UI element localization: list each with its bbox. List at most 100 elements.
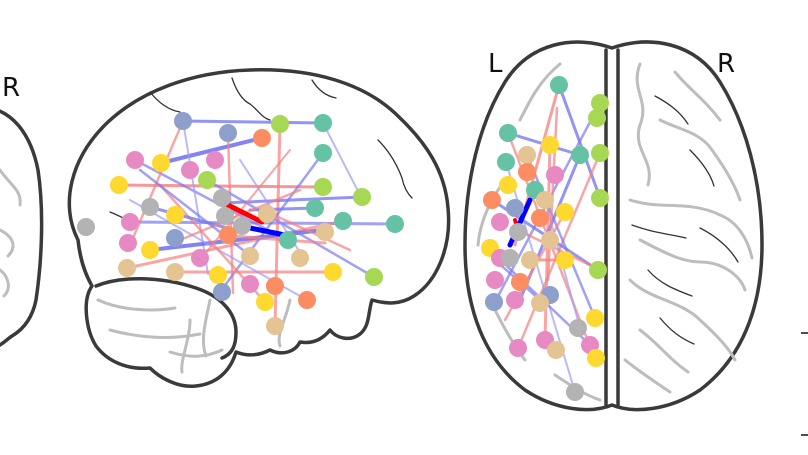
axial-node: [566, 383, 584, 401]
axial-nodes: [481, 76, 609, 401]
axial-view: L R: [463, 40, 764, 412]
sagittal-edges: [117, 119, 397, 328]
sagittal-brain-outline: [67, 68, 451, 388]
axial-node: [591, 144, 609, 162]
sagittal-node: [166, 229, 184, 247]
sagittal-node: [266, 277, 284, 295]
sagittal-node: [258, 205, 276, 223]
sagittal-view: [67, 68, 451, 388]
sagittal-node: [141, 198, 159, 216]
sagittal-node: [219, 226, 237, 244]
sagittal-node: [126, 151, 144, 169]
sagittal-edge: [218, 151, 325, 294]
sagittal-node: [174, 112, 192, 130]
axial-right-label: R: [717, 49, 735, 79]
sagittal-node: [266, 317, 284, 335]
sagittal-gyri: [96, 298, 292, 374]
sagittal-node: [256, 293, 274, 311]
coronal-right-label: R: [2, 73, 20, 103]
axial-node: [499, 124, 517, 142]
sagittal-node: [141, 241, 159, 259]
sagittal-node: [314, 144, 332, 162]
sagittal-edge: [182, 120, 209, 275]
sagittal-node: [198, 171, 216, 189]
axial-left-label: L: [488, 49, 503, 79]
sagittal-node: [233, 217, 251, 235]
sagittal-node: [213, 283, 231, 301]
sagittal-edge: [181, 119, 325, 125]
sagittal-node: [253, 129, 271, 147]
coronal-brain-outline: [0, 109, 44, 348]
axial-right-sulci: [631, 95, 739, 345]
sagittal-node: [386, 215, 404, 233]
sagittal-node: [291, 249, 309, 267]
axial-node: [506, 199, 524, 217]
sagittal-node: [121, 213, 139, 231]
axial-node: [531, 209, 549, 227]
sagittal-edge: [148, 228, 325, 252]
sagittal-node: [353, 188, 371, 206]
sagittal-node: [334, 212, 352, 230]
axial-brain-outline: [463, 40, 764, 412]
sagittal-node: [271, 115, 289, 133]
axial-node: [587, 349, 605, 367]
sagittal-node: [191, 249, 209, 267]
sagittal-edge: [261, 208, 352, 252]
axial-node: [571, 146, 589, 164]
sagittal-node: [316, 223, 334, 241]
sagittal-node: [213, 189, 231, 207]
axial-node: [485, 293, 503, 311]
sagittal-node: [209, 266, 227, 284]
sagittal-edge: [159, 136, 264, 165]
axial-node: [556, 203, 574, 221]
sagittal-node: [119, 234, 137, 252]
sagittal-edge-strong-positive: [225, 202, 265, 225]
axial-node: [521, 251, 539, 269]
sagittal-node: [166, 206, 184, 224]
axial-node: [499, 176, 517, 194]
axial-node: [511, 273, 529, 291]
sagittal-node: [314, 178, 332, 196]
axial-left-gyri: [476, 62, 602, 402]
axial-node: [547, 341, 565, 359]
sagittal-node: [118, 259, 136, 277]
axial-node: [589, 261, 607, 279]
sagittal-nodes: [77, 112, 404, 335]
sagittal-node: [110, 176, 128, 194]
sagittal-node: [216, 207, 234, 225]
axial-node: [486, 271, 504, 289]
axial-edge: [516, 228, 602, 272]
sagittal-edge: [218, 233, 327, 245]
sagittal-node: [77, 218, 95, 236]
axial-node: [509, 339, 527, 357]
axial-node: [546, 166, 564, 184]
sagittal-edge: [199, 149, 291, 261]
sagittal-node: [314, 114, 332, 132]
axial-node: [569, 319, 587, 337]
coronal-gyrus: [0, 168, 22, 298]
axial-node: [536, 191, 554, 209]
axial-node: [491, 213, 509, 231]
axial-node: [541, 136, 559, 154]
sagittal-node: [279, 231, 297, 249]
sagittal-edge: [322, 122, 361, 196]
sagittal-edge: [117, 183, 325, 189]
axial-right-gyri: [623, 62, 754, 394]
axial-node: [501, 249, 519, 267]
coronal-view: R: [0, 73, 44, 348]
axial-node: [483, 191, 501, 209]
sagittal-node: [181, 161, 199, 179]
sagittal-node: [166, 263, 184, 281]
axial-node: [556, 251, 574, 269]
sagittal-node: [324, 263, 342, 281]
sagittal-node: [241, 275, 259, 293]
sagittal-node: [152, 154, 170, 172]
axial-node: [550, 76, 568, 94]
axial-node: [497, 153, 515, 171]
axial-node: [518, 146, 536, 164]
axial-node: [591, 189, 609, 207]
sagittal-node: [219, 124, 237, 142]
sagittal-edge: [205, 178, 376, 279]
axial-node: [588, 109, 606, 127]
